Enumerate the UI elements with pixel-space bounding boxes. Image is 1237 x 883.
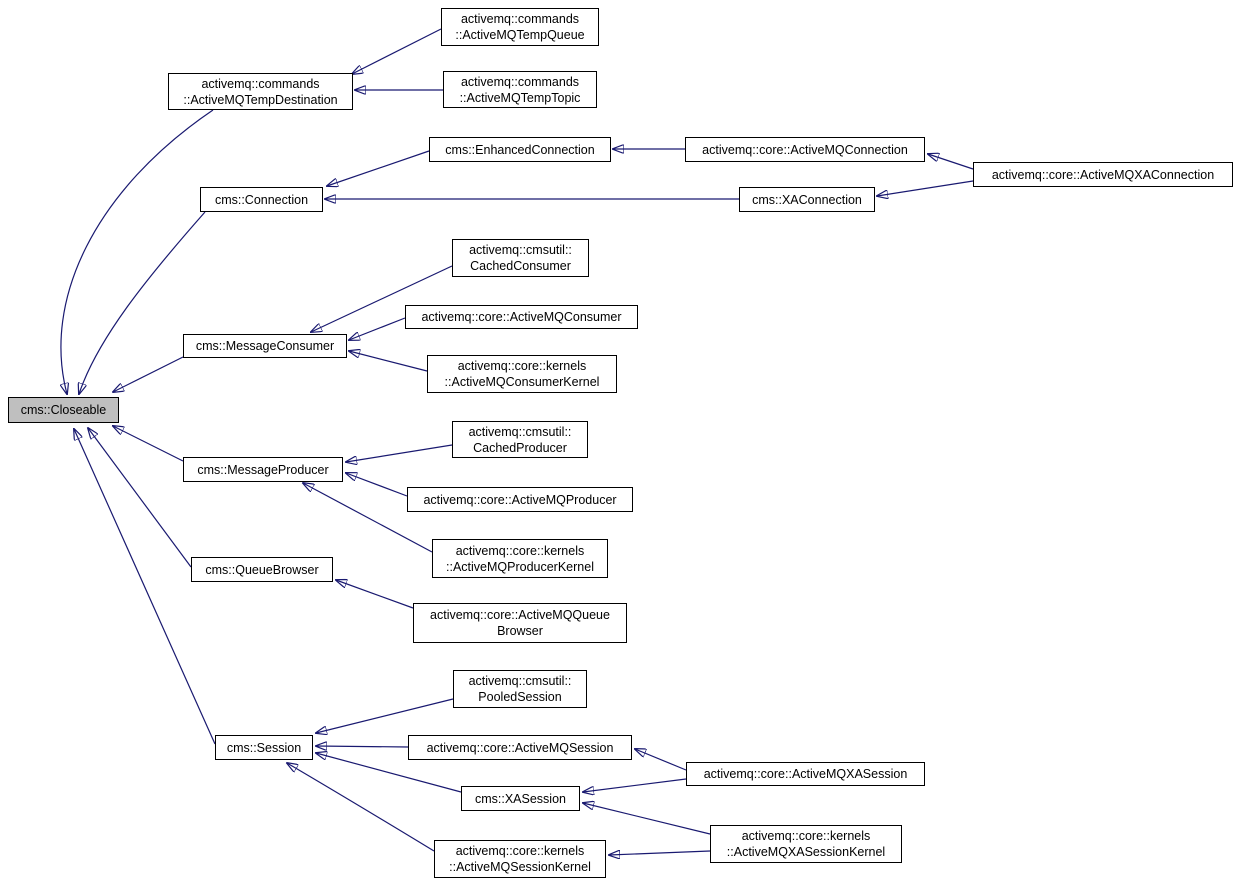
node-cms-closeable: cms::Closeable [8, 397, 119, 423]
node-cms-messageconsumer[interactable]: cms::MessageConsumer [183, 334, 347, 358]
node-cms-messageproducer[interactable]: cms::MessageProducer [183, 457, 343, 482]
edge-amqxaconn-amqconnection [928, 154, 974, 170]
edge-msgproducer-closeable [113, 426, 184, 462]
edge-xasessionkernel-sessionkernel [609, 851, 711, 855]
edge-amqsession-session [316, 746, 409, 747]
edge-amqxasession-amqsession [635, 749, 687, 771]
edge-xasessionkernel-xasession [583, 803, 711, 835]
node-activemq-core-kernels-activemqsessionkernel[interactable]: activemq::core::kernels ::ActiveMQSessio… [434, 840, 606, 878]
edge-producerkernel-msgproducer [303, 483, 433, 553]
node-cms-enhancedconnection[interactable]: cms::EnhancedConnection [429, 137, 611, 162]
node-cms-session[interactable]: cms::Session [215, 735, 313, 760]
edge-amqxasession-xasession [583, 778, 687, 792]
node-activemq-core-activemqqueuebrowser[interactable]: activemq::core::ActiveMQQueue Browser [413, 603, 627, 643]
edge-tempdest-closeable [61, 109, 214, 394]
edge-enhanced-connection [327, 150, 430, 186]
edge-xasession-session [316, 753, 462, 793]
node-activemq-core-activemqsession[interactable]: activemq::core::ActiveMQSession [408, 735, 632, 760]
node-activemq-core-activemqproducer[interactable]: activemq::core::ActiveMQProducer [407, 487, 633, 512]
node-activemq-core-activemqconsumer[interactable]: activemq::core::ActiveMQConsumer [405, 305, 638, 329]
node-activemq-commands-activemqtempqueue[interactable]: activemq::commands ::ActiveMQTempQueue [441, 8, 599, 46]
node-activemq-commands-activemqtemptopic[interactable]: activemq::commands ::ActiveMQTempTopic [443, 71, 597, 108]
node-cms-xaconnection[interactable]: cms::XAConnection [739, 187, 875, 212]
edge-cachedproducer-msgproducer [346, 444, 453, 462]
node-activemq-commands-activemqtempdestination[interactable]: activemq::commands ::ActiveMQTempDestina… [168, 73, 353, 110]
edge-amqconsumer-msgconsumer [349, 317, 406, 340]
edge-msgconsumer-closeable [113, 356, 184, 392]
edge-amqxaconn-xaconnection [877, 180, 974, 196]
edge-amqqueuebrowser-queuebrowser [336, 580, 414, 609]
edge-cachedconsumer-msgconsumer [311, 265, 453, 332]
node-activemq-core-kernels-activemqxasessionkernel[interactable]: activemq::core::kernels ::ActiveMQXASess… [710, 825, 902, 863]
node-activemq-core-activemqxasession[interactable]: activemq::core::ActiveMQXASession [686, 762, 925, 786]
node-activemq-core-activemqxaconnection[interactable]: activemq::core::ActiveMQXAConnection [973, 162, 1233, 187]
node-activemq-core-kernels-activemqproducerkernel[interactable]: activemq::core::kernels ::ActiveMQProduc… [432, 539, 608, 578]
edge-sessionkernel-session [287, 763, 435, 852]
edge-pooledsession-session [316, 698, 454, 733]
node-activemq-core-kernels-activemqconsumerkernel[interactable]: activemq::core::kernels ::ActiveMQConsum… [427, 355, 617, 393]
edge-tempqueue-tempdest [352, 28, 442, 74]
node-cms-queuebrowser[interactable]: cms::QueueBrowser [191, 557, 333, 582]
edge-session-closeable [74, 429, 216, 745]
node-cms-xasession[interactable]: cms::XASession [461, 786, 580, 811]
edge-queuebrowser-closeable [88, 428, 192, 568]
edge-consumerkernel-msgconsumer [349, 351, 428, 372]
node-activemq-cmsutil-cachedconsumer[interactable]: activemq::cmsutil:: CachedConsumer [452, 239, 589, 277]
node-cms-connection[interactable]: cms::Connection [200, 187, 323, 212]
edge-connection-closeable [79, 211, 206, 394]
node-activemq-core-activemqconnection[interactable]: activemq::core::ActiveMQConnection [685, 137, 925, 162]
node-activemq-cmsutil-pooledsession[interactable]: activemq::cmsutil:: PooledSession [453, 670, 587, 708]
edge-amqproducer-msgproducer [346, 473, 408, 497]
node-activemq-cmsutil-cachedproducer[interactable]: activemq::cmsutil:: CachedProducer [452, 421, 588, 458]
